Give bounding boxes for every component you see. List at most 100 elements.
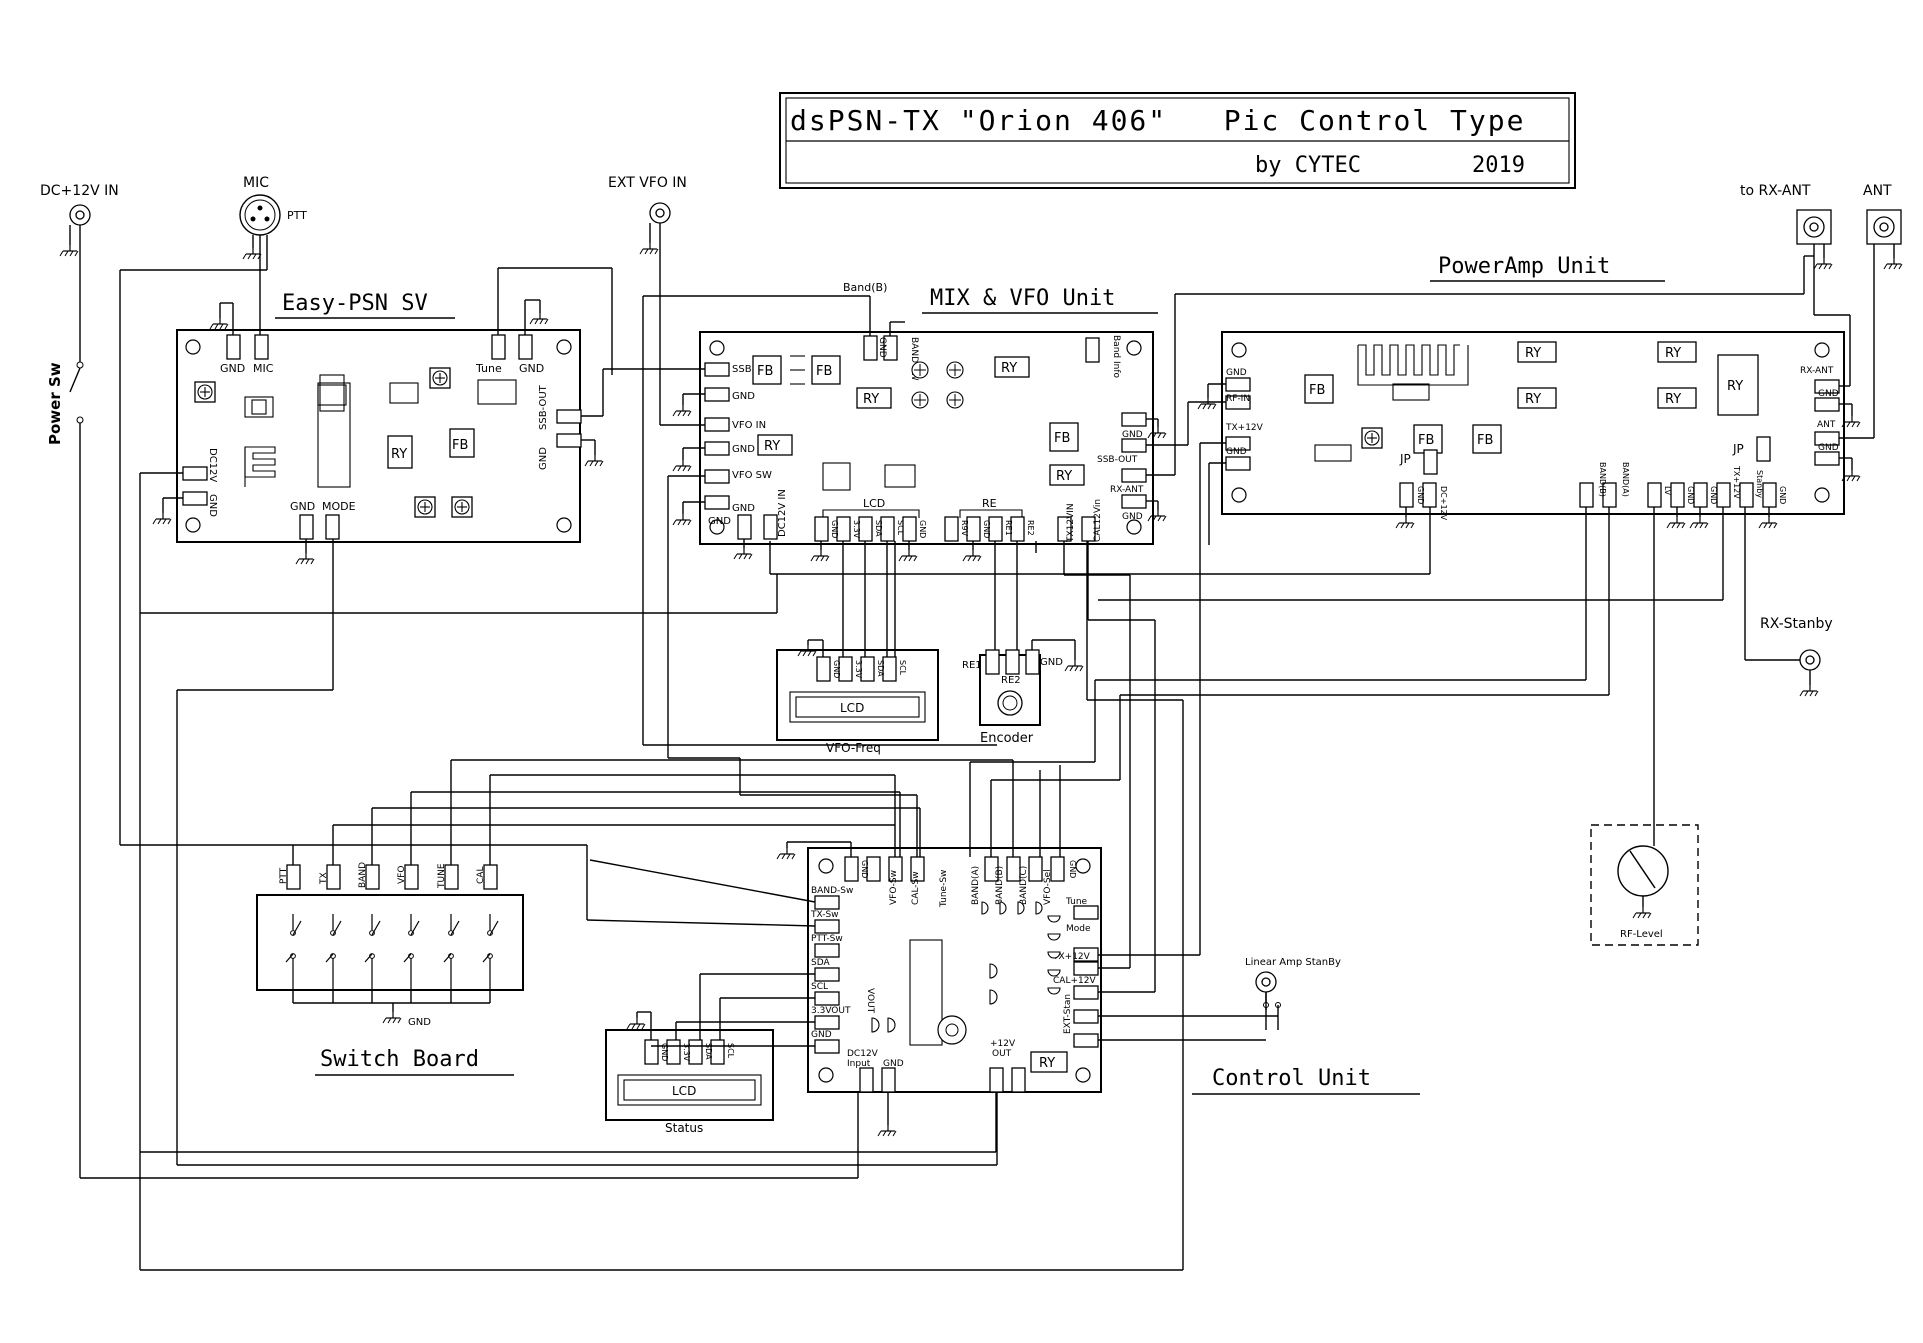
rx-ant-connector: to RX-ANT	[1740, 183, 1833, 290]
svg-text:RF-IN: RF-IN	[1226, 394, 1250, 404]
control-unit-board: GND VFO-Sw CAL-Sw Tune-Sw BAND(A) BAND(B…	[776, 841, 1102, 1137]
svg-text:GND: GND	[732, 444, 755, 455]
svg-text:BAND(A): BAND(A)	[1621, 462, 1630, 497]
control-unit-label: Control Unit	[1192, 1066, 1420, 1095]
svg-text:GND: GND	[860, 860, 869, 878]
power-amp-title: PowerAmp Unit	[1438, 254, 1610, 279]
svg-text:TX+12V: TX+12V	[1732, 465, 1741, 499]
svg-text:3.3V: 3.3V	[854, 660, 863, 679]
svg-text:VOUT: VOUT	[865, 988, 875, 1014]
svg-text:GND: GND	[1818, 443, 1839, 453]
svg-text:GND: GND	[982, 520, 991, 538]
mic-connector: MIC PTT	[119, 175, 307, 845]
svg-text:BAND SW: BAND SW	[909, 337, 919, 381]
rf-level-meter: RF-Level	[1590, 824, 1699, 946]
svg-text:LCD: LCD	[672, 1084, 696, 1098]
title-block: dsPSN-TX "Orion 406" Pic Control Type by…	[779, 92, 1576, 189]
svg-text:TX-Sw: TX-Sw	[810, 910, 839, 920]
svg-text:GND: GND	[1709, 486, 1718, 504]
svg-text:TX: TX	[319, 872, 329, 885]
svg-text:VFO-Freq: VFO-Freq	[826, 741, 881, 755]
mix-vfo-title: MIX & VFO Unit	[930, 286, 1115, 311]
svg-text:BAND(C): BAND(C)	[1019, 866, 1029, 905]
svg-text:EXT VFO IN: EXT VFO IN	[608, 175, 687, 191]
svg-text:BAND(B): BAND(B)	[995, 866, 1005, 905]
svg-text:VFO-Sw: VFO-Sw	[889, 870, 899, 905]
svg-text:TX+12V: TX+12V	[1225, 423, 1264, 433]
title-author: by CYTEC	[1255, 153, 1361, 178]
svg-text:FB: FB	[1418, 433, 1434, 448]
svg-text:RY: RY	[1665, 392, 1681, 407]
svg-text:DC12V IN: DC12V IN	[777, 489, 788, 537]
svg-text:GND: GND	[1122, 430, 1143, 440]
svg-text:GND: GND	[1818, 389, 1839, 399]
svg-text:SDA: SDA	[874, 520, 883, 537]
svg-text:TX+12V: TX+12V	[1052, 952, 1091, 962]
svg-text:GND: GND	[519, 362, 544, 375]
power-switch-label: Power Sw	[46, 362, 64, 445]
svg-text:LCD: LCD	[840, 701, 864, 715]
svg-text:GND: GND	[883, 1059, 904, 1069]
svg-text:SCL: SCL	[726, 1043, 735, 1059]
svg-text:RX-ANT: RX-ANT	[1800, 366, 1834, 376]
svg-text:GND: GND	[708, 516, 731, 527]
svg-text:GND: GND	[1778, 486, 1787, 504]
svg-text:LV: LV	[1663, 486, 1672, 496]
svg-text:SCL: SCL	[898, 660, 907, 676]
svg-text:3.3V: 3.3V	[682, 1043, 691, 1062]
svg-text:Tune: Tune	[475, 362, 502, 375]
svg-text:JP: JP	[1732, 442, 1744, 456]
power-switch: Power Sw	[46, 330, 84, 1178]
svg-text:ANT: ANT	[1817, 420, 1836, 430]
svg-text:BAND(A): BAND(A)	[971, 866, 981, 905]
title-year: 2019	[1472, 153, 1525, 178]
rotary-encoder: RE1 RE2 GND Encoder	[962, 639, 1084, 746]
svg-text:VFO IN: VFO IN	[732, 420, 766, 431]
svg-text:FB: FB	[1309, 383, 1325, 398]
svg-text:MIC: MIC	[243, 175, 269, 191]
svg-text:Tune: Tune	[1065, 897, 1088, 907]
svg-text:Band(B): Band(B)	[843, 281, 887, 294]
svg-text:MIC: MIC	[253, 362, 274, 375]
diagram-title: dsPSN-TX "Orion 406" Pic Control Type	[790, 104, 1525, 137]
svg-text:SCL: SCL	[896, 520, 905, 536]
svg-text:RY: RY	[1039, 1056, 1055, 1071]
svg-text:EXT-Stan: EXT-Stan	[1063, 994, 1073, 1034]
svg-text:Input: Input	[847, 1059, 871, 1069]
svg-text:GND: GND	[811, 1030, 832, 1040]
svg-text:DC12V: DC12V	[207, 448, 218, 482]
svg-text:SDA: SDA	[811, 958, 830, 968]
svg-text:SSB IN: SSB IN	[732, 364, 765, 375]
svg-text:SSB-OUT: SSB-OUT	[1097, 455, 1138, 465]
svg-text:SCL: SCL	[811, 982, 828, 992]
svg-text:Encoder: Encoder	[980, 731, 1034, 746]
svg-text:GND: GND	[220, 362, 245, 375]
svg-text:SSB-OUT: SSB-OUT	[538, 384, 549, 430]
svg-text:BAND-Sw: BAND-Sw	[811, 886, 853, 896]
svg-text:CAL+12V: CAL+12V	[1053, 976, 1096, 986]
svg-text:GND: GND	[918, 520, 927, 538]
svg-text:FB: FB	[816, 364, 832, 379]
svg-text:+12V: +12V	[990, 1039, 1016, 1049]
ext-vfo-jack: EXT VFO IN	[608, 175, 687, 425]
svg-text:DC12V: DC12V	[847, 1049, 879, 1059]
svg-text:Linear Amp StanBy: Linear Amp StanBy	[1245, 957, 1341, 968]
svg-text:RE2: RE2	[1001, 675, 1021, 686]
svg-text:PTT: PTT	[279, 867, 289, 884]
svg-text:RE2: RE2	[1026, 520, 1035, 536]
svg-text:CAL12Vin: CAL12Vin	[1093, 499, 1103, 542]
svg-text:CAL-Sw: CAL-Sw	[911, 871, 921, 905]
dc-input-jack: DC+12V IN	[40, 183, 119, 330]
svg-text:RY: RY	[1001, 361, 1017, 376]
svg-text:GND: GND	[1068, 860, 1077, 878]
svg-text:GND: GND	[408, 1017, 431, 1028]
svg-text:GND: GND	[538, 447, 549, 470]
status-lcd: LCD GND 3.3V SDA SCL Status	[605, 1011, 774, 1135]
svg-text:CAL: CAL	[476, 867, 486, 884]
svg-text:FB: FB	[1054, 431, 1070, 446]
switch-board: PTT TX BAND VFO TUNE CAL GND Switch Boar…	[256, 862, 524, 1076]
svg-text:3.3VOUT: 3.3VOUT	[811, 1006, 851, 1016]
rx-stanby-jack: RX-Stanby	[1744, 507, 1833, 697]
svg-text:GND: GND	[732, 391, 755, 402]
